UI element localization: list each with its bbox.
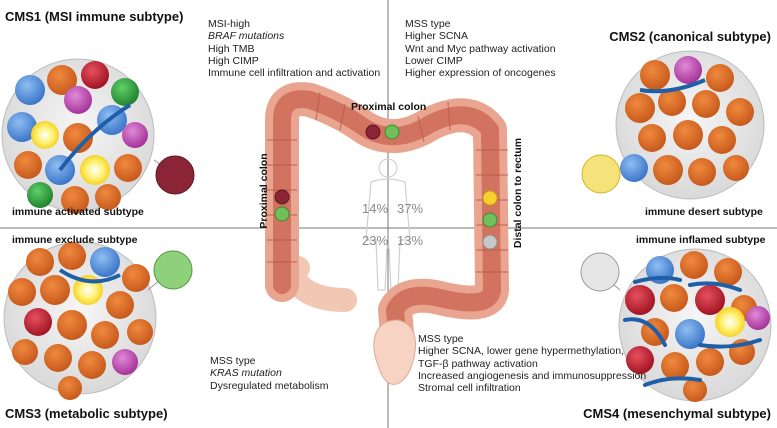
cms2-feature: Wnt and Myc pathway activation (405, 42, 556, 55)
cms1-cell-cluster (1, 58, 195, 214)
cms2-feature: Lower CIMP (405, 54, 463, 67)
cms1-feature: High CIMP (208, 54, 259, 67)
cms4-feature: MSS type (418, 333, 464, 345)
cms4-title: CMS4 (mesenchymal subtype) (583, 406, 771, 421)
cms4-subtype: immune inflamed subtype (636, 234, 766, 246)
cms2-feature: Higher SCNA (405, 30, 469, 43)
cms4-feature: Higher SCNA, lower gene hypermethylation… (418, 345, 625, 358)
cms4-feature: TGF-β pathway activation (418, 357, 538, 370)
cms2-title: CMS2 (canonical subtype) (609, 29, 771, 44)
cms3-cell-cluster (3, 241, 193, 400)
cms1-feature: BRAF mutations (208, 30, 285, 43)
cms1-features: MSI-high BRAF mutations High TMB High CI… (208, 18, 380, 79)
cms2-percentage: 37% (397, 201, 424, 216)
cms1-percentage: 14% (362, 201, 389, 216)
cms4-feature: Increased angiogenesis and immunosuppres… (418, 369, 647, 382)
cms2-feature: MSS type (405, 18, 451, 30)
cms3-feature: Dysregulated metabolism (210, 379, 329, 392)
cms2-feature: Higher expression of oncogenes (405, 67, 556, 80)
cms2-cell-cluster (581, 50, 765, 200)
cms2-features: MSS type Higher SCNA Wnt and Myc pathway… (405, 18, 556, 79)
human-silhouette-icon (365, 158, 411, 291)
cms3-title: CMS3 (metabolic subtype) (5, 406, 168, 421)
proximal-colon-top-label: Proximal colon (351, 101, 427, 113)
cms3-features: MSS type KRAS mutation Dysregulated meta… (210, 355, 328, 392)
cms4-cell-cluster (580, 248, 772, 402)
cms1-feature: Immune cell infiltration and activation (208, 67, 381, 80)
proximal-colon-left-label: Proximal colon (258, 153, 270, 229)
cms3-percentage: 23% (362, 233, 389, 248)
distal-colon-label: Distal colon to rectum (512, 137, 524, 249)
cms1-feature: High TMB (208, 42, 255, 55)
cms4-feature: Stromal cell infiltration (418, 382, 521, 395)
cms2-subtype: immune desert subtype (645, 206, 763, 218)
cms1-title: CMS1 (MSI immune subtype) (5, 9, 184, 24)
colon-illustration (265, 82, 509, 385)
cms3-feature: MSS type (210, 355, 256, 367)
cms3-feature: KRAS mutation (210, 367, 282, 380)
cms3-subtype: immune exclude subtype (12, 234, 138, 246)
cms1-subtype: immune activated subtype (12, 206, 144, 218)
cms4-features: MSS type Higher SCNA, lower gene hyperme… (418, 333, 646, 394)
cms1-feature: MSI-high (208, 18, 251, 30)
cms4-percentage: 13% (397, 233, 424, 248)
